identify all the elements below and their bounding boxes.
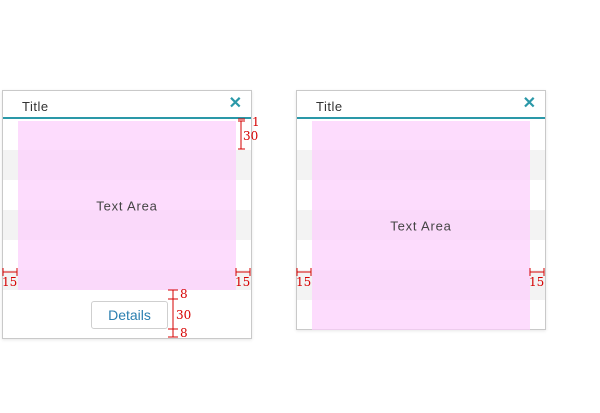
dialog-without-footer: Title ✕ Text Area xyxy=(296,90,546,330)
close-icon[interactable]: ✕ xyxy=(522,95,536,112)
text-area: Text Area xyxy=(18,121,236,290)
dim-label-button-height: 30 xyxy=(176,308,192,322)
dialog-title: Title xyxy=(316,99,343,114)
dialog-header: Title ✕ xyxy=(297,91,545,119)
close-icon[interactable]: ✕ xyxy=(228,95,242,112)
dim-label-button-top-gap: 8 xyxy=(180,287,188,301)
dim-label-left-padding: 15 xyxy=(2,275,18,289)
dialog-with-footer: Title ✕ Text Area Details xyxy=(2,90,252,339)
details-button[interactable]: Details xyxy=(91,301,168,329)
dim-label-left-padding: 15 xyxy=(296,275,312,289)
dim-label-right-padding: 15 xyxy=(529,275,545,289)
text-area: Text Area xyxy=(312,121,530,330)
dialog-header: Title ✕ xyxy=(3,91,251,119)
dim-label-header-line: 1 xyxy=(252,115,260,129)
dialog-title: Title xyxy=(22,99,49,114)
dim-label-button-bottom-gap: 8 xyxy=(180,326,188,340)
dim-label-right-padding: 15 xyxy=(235,275,251,289)
dim-label-row-height: 30 xyxy=(243,129,259,143)
text-area-label: Text Area xyxy=(390,218,452,233)
text-area-label: Text Area xyxy=(96,198,158,213)
